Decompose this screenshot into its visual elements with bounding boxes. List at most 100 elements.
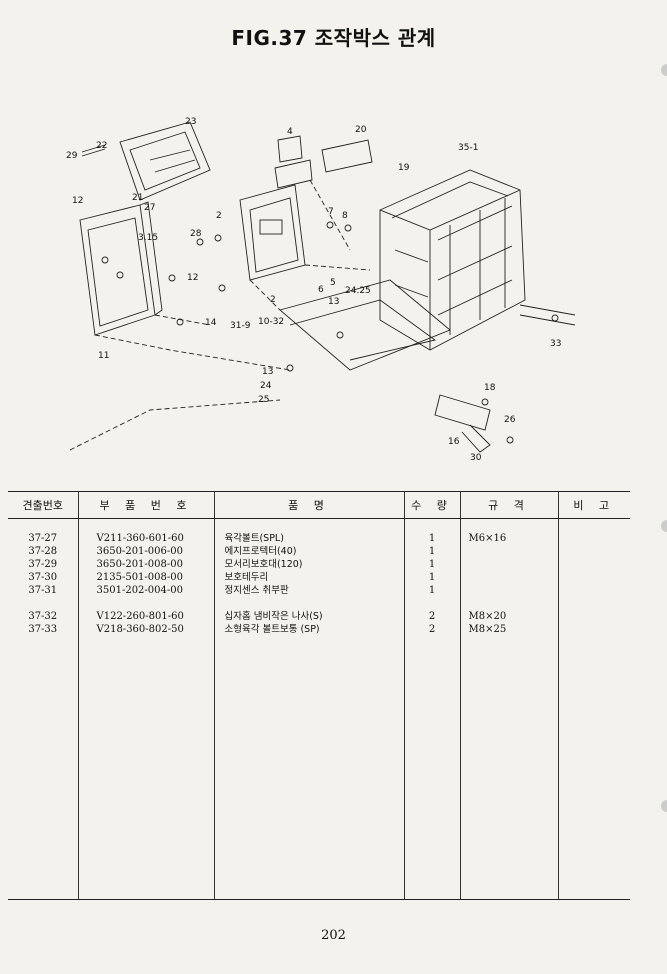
table-row: 37-27 V211-360-601-60 육각볼트(SPL) 1 M6×16 [8, 532, 630, 545]
diagram-svg: 29 2 2 23 4 20 19 35-1 12 21 27 3.15 28 2… [66, 117, 576, 463]
cell-part-no: 2135-501-008-00 [77, 571, 214, 584]
cell-part-no: 3501-202-004-00 [77, 584, 214, 597]
callout: 2 [216, 211, 222, 221]
cell-quantity: 2 [403, 623, 460, 636]
callout: 25 [258, 395, 269, 405]
cell-index-no: 37-30 [28, 572, 58, 583]
callout: 29 [66, 151, 78, 161]
header-index-no: 견출번호 [8, 491, 78, 519]
top-panel [119, 121, 211, 201]
cell-index-no: 37-33 [28, 624, 58, 635]
cell-note [557, 545, 630, 558]
cell-part-no: 3650-201-006-00 [77, 545, 214, 558]
cell-index-no: 37-32 [28, 611, 58, 622]
cell-index-no [8, 597, 78, 610]
cell-quantity: 1 [403, 532, 460, 545]
cell-part-no: V122-260-801-60 [77, 610, 214, 623]
cell-part-name: 소형육각 볼트보통 (SP) [213, 623, 404, 636]
cell-note [557, 571, 630, 584]
callout: 35-1 [458, 143, 478, 153]
callout: 21 [132, 193, 143, 203]
cell-part-name: 정지센스 취부판 [213, 584, 404, 597]
callout: 7 [328, 207, 334, 217]
cell-part-no [77, 597, 214, 610]
callout: 4 [287, 127, 293, 137]
lower-bracket [434, 394, 491, 431]
cell-part-no: 3650-201-008-00 [77, 558, 214, 571]
callout: 3.15 [138, 233, 158, 243]
callout: 26 [504, 415, 516, 425]
cell-part-name [213, 597, 404, 610]
cell-note [557, 584, 630, 597]
callout: 16 [448, 437, 460, 447]
cell-index-no: 37-28 [28, 546, 58, 557]
cell-spec [459, 571, 558, 584]
callout: 24.25 [345, 286, 371, 296]
callout: 8 [342, 211, 348, 221]
binder-hole [661, 520, 667, 532]
figure-title: FIG.37 조작박스 관계 [231, 26, 436, 50]
callout-labels: 29 2 2 23 4 20 19 35-1 12 21 27 3.15 28 2… [66, 117, 561, 463]
callout: 27 [144, 203, 155, 213]
cell-spec [459, 558, 558, 571]
cell-part-no: V218-360-802-50 [77, 623, 214, 636]
cell-spec [459, 597, 558, 610]
header-spec: 규 격 [459, 491, 558, 519]
cell-note [557, 558, 630, 571]
cell-quantity: 1 [403, 584, 460, 597]
callout: 6 [318, 285, 324, 295]
cell-index-no: 37-27 [28, 533, 58, 544]
table-row: 37-33 V218-360-802-50 소형육각 볼트보통 (SP) 2 M… [8, 623, 630, 636]
binder-hole [661, 64, 667, 76]
callout: 28 [190, 229, 202, 239]
page-number: 202 [321, 928, 346, 943]
callout: 20 [355, 125, 367, 135]
cell-quantity: 1 [403, 545, 460, 558]
callout: 19 [398, 163, 410, 173]
callout: 23 [185, 117, 196, 127]
cell-spec: M8×20 [459, 610, 558, 623]
cell-note [557, 597, 630, 610]
cell-quantity: 1 [403, 558, 460, 571]
callout: 33 [550, 339, 561, 349]
cell-part-name: 육각볼트(SPL) [213, 532, 404, 545]
table-row: 37-28 3650-201-006-00 에지프로텍터(40) 1 [8, 545, 630, 558]
callout: 11 [98, 351, 109, 361]
cell-quantity: 1 [403, 571, 460, 584]
cell-quantity [403, 597, 460, 610]
table-header-row: 견출번호 부 품 번 호 품 명 수 량 규 격 비 고 [8, 491, 630, 519]
table-row: 37-30 2135-501-008-00 보호테두리 1 [8, 571, 630, 584]
header-note: 비 고 [557, 491, 630, 519]
center-bracket [239, 184, 306, 281]
cell-note [557, 623, 630, 636]
cell-part-name: 모서리보호대(120) [213, 558, 404, 571]
binder-hole [661, 800, 667, 812]
table-row [8, 597, 630, 610]
callout: 14 [205, 318, 217, 328]
callout: 5 [330, 278, 336, 288]
table-row: 37-32 V122-260-801-60 십자홈 냄비작은 나사(S) 2 M… [8, 610, 630, 623]
cell-note [557, 610, 630, 623]
cell-index-no: 37-31 [28, 585, 58, 596]
exploded-parts-diagram: 29 2 2 23 4 20 19 35-1 12 21 27 3.15 28 2… [50, 110, 590, 470]
header-quantity: 수 량 [403, 491, 460, 519]
callout: 30 [470, 453, 482, 463]
cell-spec: M8×25 [459, 623, 558, 636]
cell-spec [459, 545, 558, 558]
callout: 31-9 [230, 321, 251, 331]
header-part-name: 품 명 [213, 491, 404, 519]
cell-index-no: 37-29 [28, 559, 58, 570]
callout: 18 [484, 383, 496, 393]
callout: 24 [260, 381, 272, 391]
parts-table: 견출번호 부 품 번 호 품 명 수 량 규 격 비 고 37-27 V211-… [8, 491, 630, 900]
cell-part-name: 에지프로텍터(40) [213, 545, 404, 558]
cell-part-name: 십자홈 냄비작은 나사(S) [213, 610, 404, 623]
callout: 2 [270, 295, 276, 305]
callout: 13 [328, 297, 339, 307]
cell-quantity: 2 [403, 610, 460, 623]
callout: 10-32 [258, 317, 284, 327]
control-box-cover [79, 204, 156, 336]
callout: 12 [72, 196, 83, 206]
cell-part-name: 보호테두리 [213, 571, 404, 584]
lower-frame [279, 279, 451, 371]
